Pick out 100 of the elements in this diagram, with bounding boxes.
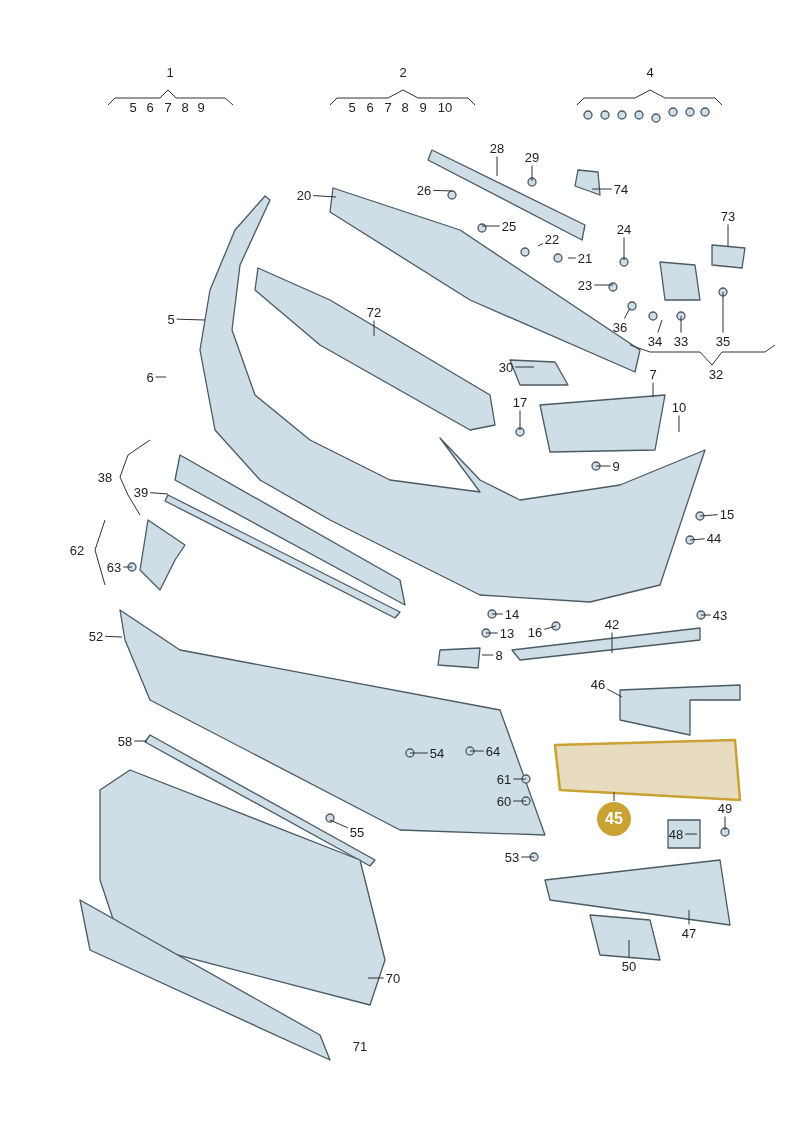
callout-number: 6 <box>146 369 154 385</box>
callout-number: 71 <box>352 1038 368 1054</box>
leader-line <box>652 382 654 398</box>
leader-line <box>149 492 169 495</box>
leader-line <box>688 909 690 925</box>
callout-number: 23 <box>577 277 593 293</box>
callout-number: 64 <box>485 743 501 759</box>
leader-line <box>512 778 527 780</box>
leader-line <box>689 538 706 541</box>
callout-number: 5 <box>348 99 356 115</box>
leader-line <box>432 189 453 192</box>
callout-number: 17 <box>512 394 528 410</box>
leader-line <box>481 225 501 227</box>
callout-number: 53 <box>504 849 520 865</box>
callout-number: 47 <box>681 925 697 941</box>
leader-line <box>595 465 611 467</box>
callout-number: 9 <box>612 458 620 474</box>
callout-number: 74 <box>613 181 629 197</box>
leader-line <box>373 320 375 337</box>
callout-number: 33 <box>673 333 689 349</box>
leader-line <box>611 632 613 654</box>
callout-number: 8 <box>401 99 409 115</box>
leader-line <box>481 654 494 656</box>
callout-number: 63 <box>106 559 122 575</box>
callout-number: 70 <box>385 970 401 986</box>
callout-number: 44 <box>706 530 722 546</box>
leader-line <box>531 165 533 182</box>
leader-line <box>312 195 337 198</box>
leader-line <box>409 752 429 754</box>
callout-number: 6 <box>146 99 154 115</box>
leader-line <box>496 156 498 177</box>
callout-number: 49 <box>717 800 733 816</box>
callout-number: 9 <box>197 99 205 115</box>
leader-line <box>623 307 631 319</box>
callout-number: 46 <box>590 676 606 692</box>
callout-number: 26 <box>416 182 432 198</box>
callout-number: 61 <box>496 771 512 787</box>
callout-number: 72 <box>366 304 382 320</box>
callout-number: 22 <box>544 231 560 247</box>
leader-line <box>104 635 123 638</box>
callout-number: 13 <box>499 625 515 641</box>
callout-number: 52 <box>88 628 104 644</box>
leader-line <box>567 257 577 259</box>
callout-number: 9 <box>419 99 427 115</box>
callout-number: 7 <box>384 99 392 115</box>
leader-line <box>699 514 719 517</box>
leader-line <box>700 614 712 616</box>
leader-line <box>593 284 614 286</box>
callout-number: 54 <box>429 745 445 761</box>
callout-number: 15 <box>719 506 735 522</box>
leader-line <box>519 410 521 431</box>
callout-number: 60 <box>496 793 512 809</box>
callout-number: 14 <box>504 606 520 622</box>
leader-line <box>657 319 663 333</box>
leader-line <box>591 188 613 190</box>
callout-number: 10 <box>437 99 453 115</box>
leader-line <box>520 856 535 858</box>
callout-badge: 45 <box>597 802 631 836</box>
callout-number: 30 <box>498 359 514 375</box>
callout-number: 6 <box>366 99 374 115</box>
leader-line <box>469 750 485 752</box>
callout-number: 29 <box>524 149 540 165</box>
callout-number: 36 <box>612 319 628 335</box>
leader-line <box>722 291 724 333</box>
leader-line <box>606 688 623 698</box>
callout-number: 25 <box>501 218 517 234</box>
callout-number: 1 <box>166 64 174 80</box>
callout-number: 4 <box>646 64 654 80</box>
callout-number: 20 <box>296 187 312 203</box>
leader-line <box>485 632 499 634</box>
leader-line <box>613 791 615 802</box>
callout-number: 34 <box>647 333 663 349</box>
leader-line <box>628 939 630 958</box>
callout-number: 50 <box>621 958 637 974</box>
callout-number: 24 <box>616 221 632 237</box>
callout-number: 16 <box>527 624 543 640</box>
leader-line <box>155 376 167 378</box>
callout-number: 2 <box>399 64 407 80</box>
leader-line <box>122 566 133 568</box>
callout-number: 8 <box>181 99 189 115</box>
callout-number: 58 <box>117 733 133 749</box>
callout-number: 5 <box>167 311 175 327</box>
leader-line <box>623 237 625 261</box>
callout-number: 10 <box>671 399 687 415</box>
callout-number: 73 <box>720 208 736 224</box>
leader-line <box>727 224 729 247</box>
leader-line <box>512 800 527 802</box>
leader-line <box>514 366 535 368</box>
callout-number: 5 <box>129 99 137 115</box>
leader-line <box>678 415 680 433</box>
callout-number: 32 <box>708 366 724 382</box>
callout-number: 28 <box>489 140 505 156</box>
leader-line <box>367 977 385 979</box>
leader-line <box>543 625 557 630</box>
leader-line <box>724 816 726 831</box>
callout-number: 21 <box>577 250 593 266</box>
leader-line <box>329 819 349 829</box>
leader-line <box>684 833 698 835</box>
callout-number: 42 <box>604 616 620 632</box>
callout-number: 55 <box>349 824 365 840</box>
